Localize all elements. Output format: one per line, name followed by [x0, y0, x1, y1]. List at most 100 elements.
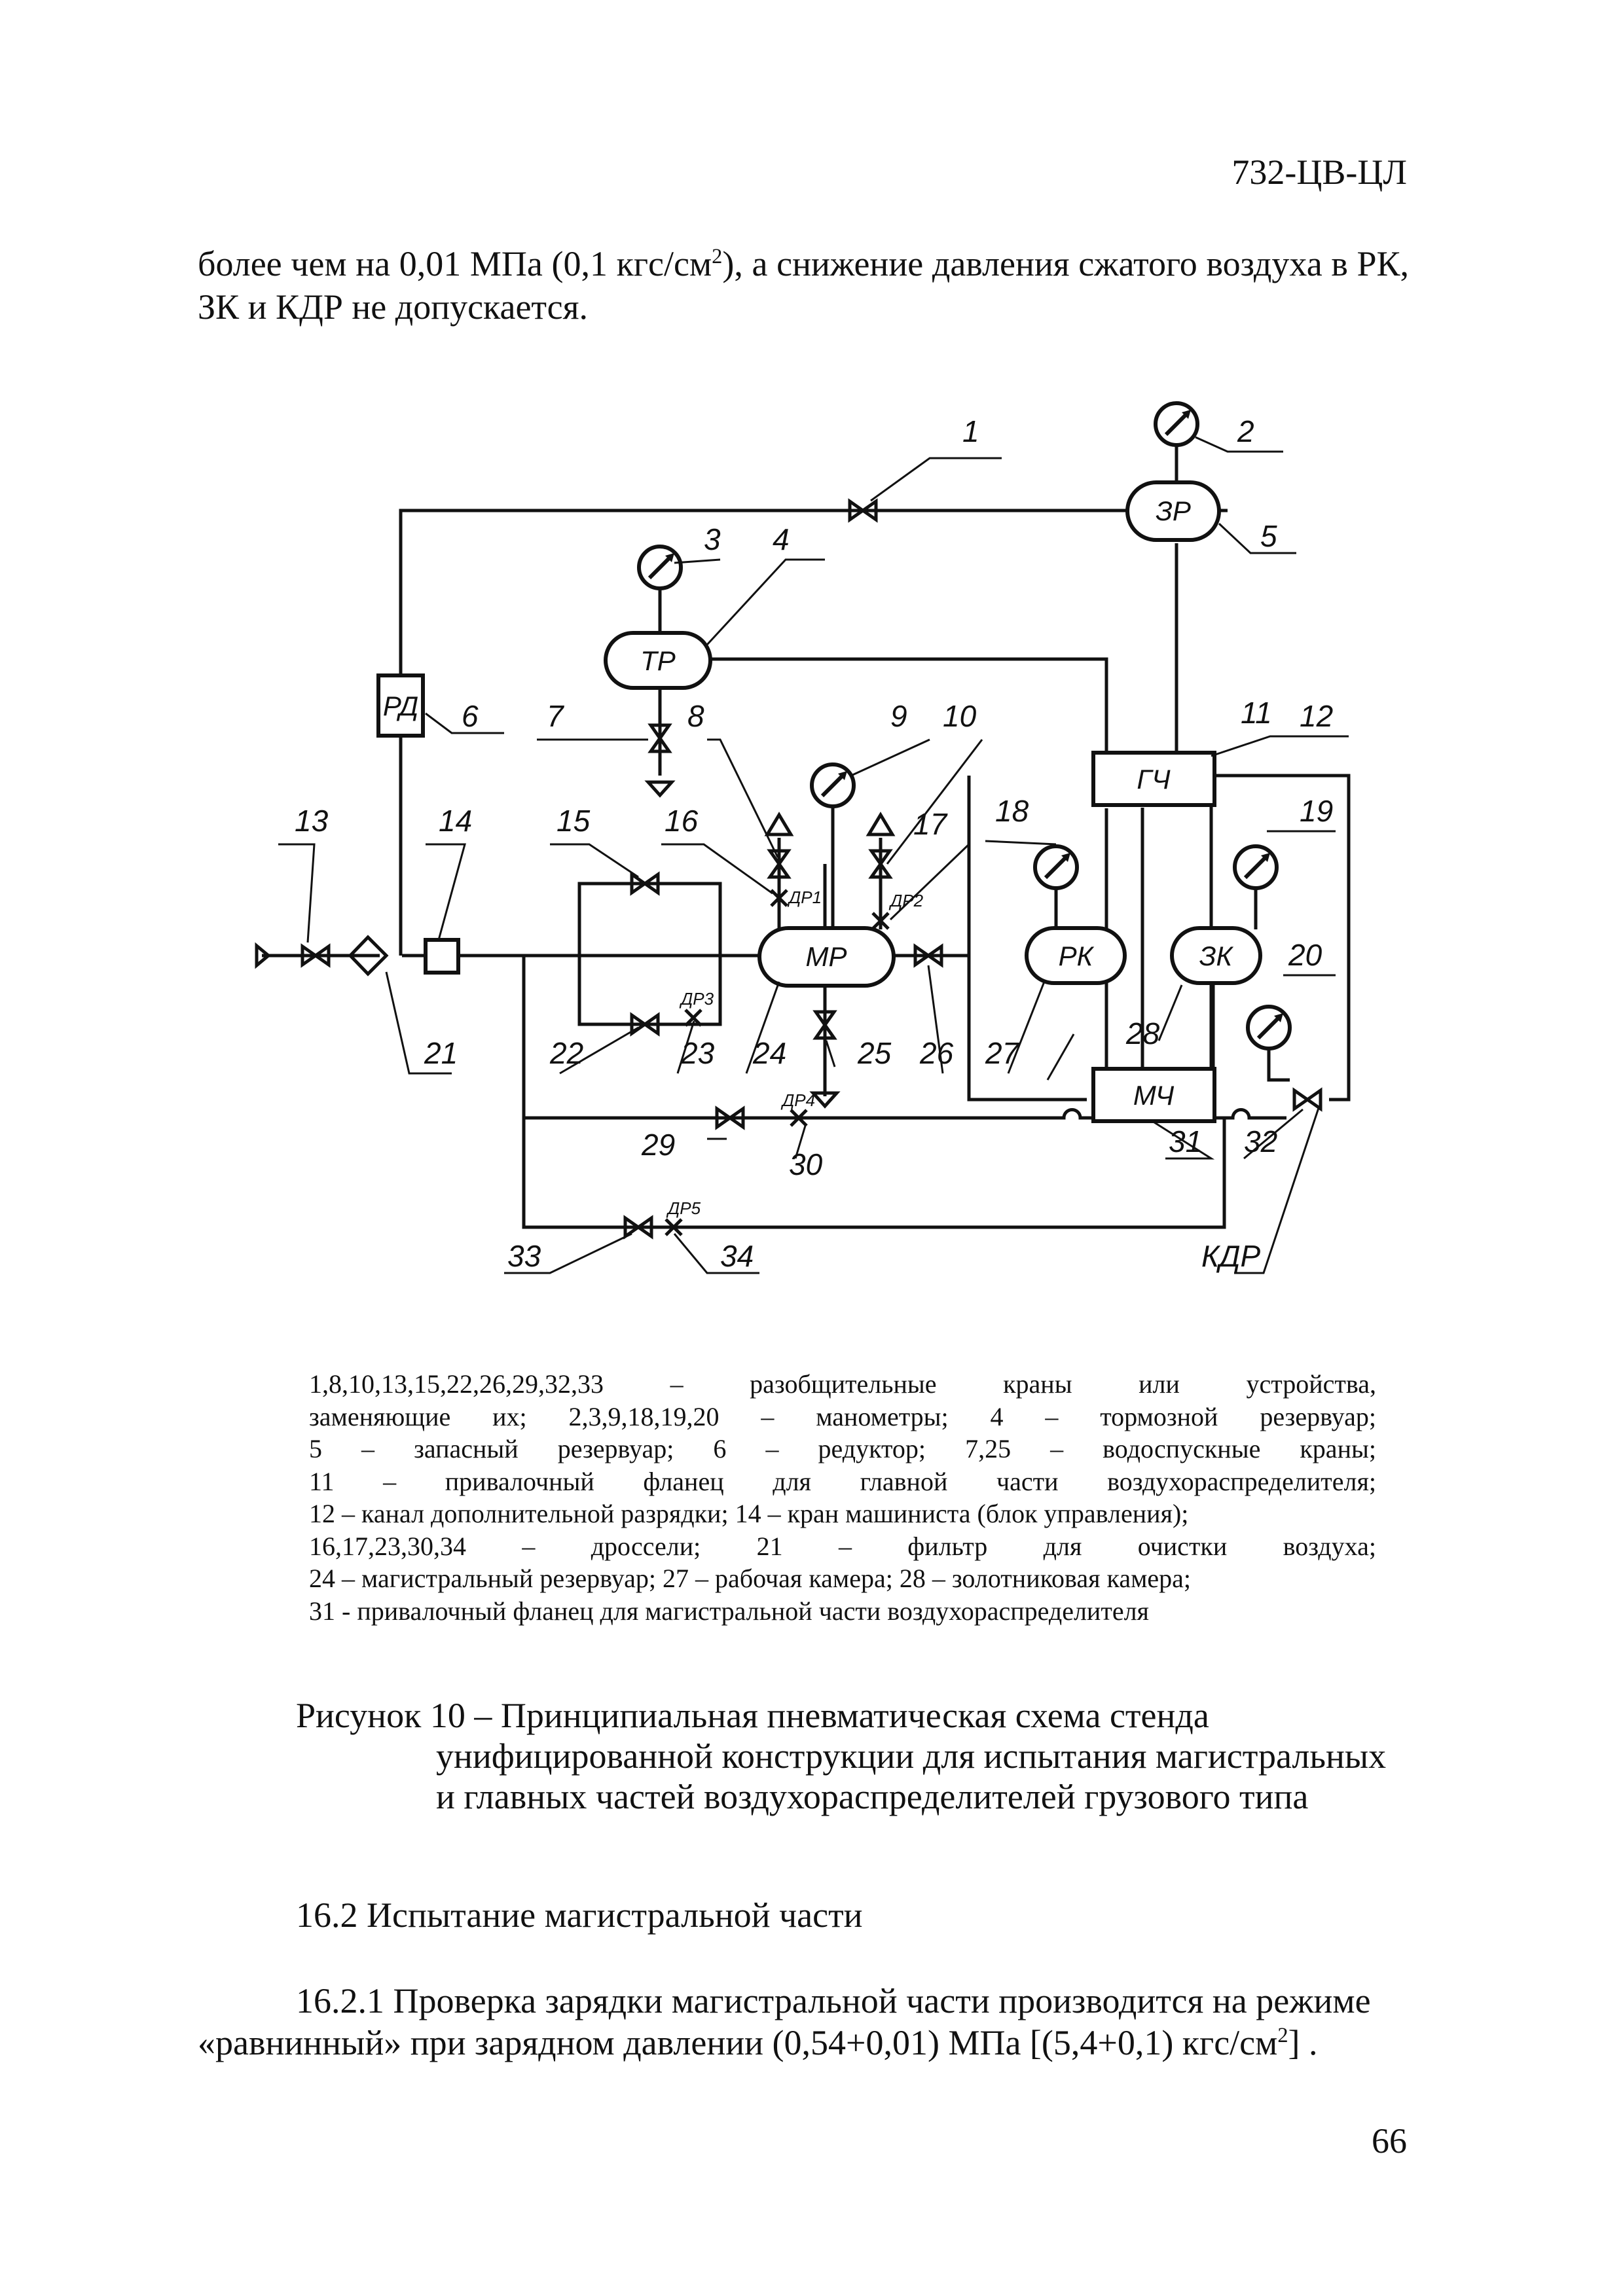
- label-21: 21: [424, 1036, 458, 1070]
- unit-zk-label: ЗК: [1199, 941, 1234, 971]
- pneumatic-diagram: 1 2 3 4 5 6 7 8 9 10 11 12 13 14 15 16 1…: [255, 0, 1351, 1274]
- unit-gch-label: ГЧ: [1137, 764, 1171, 795]
- label-32: 32: [1244, 1124, 1277, 1158]
- label-29: 29: [641, 1128, 675, 1162]
- legend-word: манометры;: [816, 1401, 949, 1431]
- caption-line-2: унифицированной конструкции для испытани…: [436, 1736, 1387, 1776]
- legend-word: редуктор;: [818, 1434, 926, 1463]
- legend-line: 12 – канал дополнительной разрядки; 14 –…: [309, 1498, 1376, 1530]
- tr-reservoir: [604, 631, 712, 690]
- caption-line-3: и главных частей воздухораспределителей …: [436, 1777, 1309, 1816]
- unit-rd-label: РД: [383, 691, 418, 721]
- mr-reservoir: [757, 926, 896, 988]
- legend-word: –: [670, 1369, 684, 1399]
- legend-word: 4: [990, 1401, 1004, 1431]
- legend-word: резервуар;: [557, 1434, 674, 1463]
- legend-word: устройства,: [1246, 1369, 1376, 1399]
- label-31: 31: [1169, 1124, 1202, 1158]
- label-25: 25: [857, 1036, 892, 1070]
- legend-text: 12 – канал дополнительной разрядки; 14 –…: [309, 1499, 1189, 1528]
- label-33: 33: [507, 1239, 541, 1273]
- label-18: 18: [995, 794, 1029, 828]
- document-code: 732-ЦВ-ЦЛ: [1231, 152, 1407, 192]
- choke-dr5: ДР5: [666, 1198, 701, 1218]
- legend-word: –: [1050, 1434, 1064, 1463]
- figure-caption: Рисунок 10 – Принципиальная пневматическ…: [296, 1695, 1386, 1817]
- gauge-9-icon: [812, 764, 854, 806]
- legend-word: фильтр: [907, 1531, 988, 1561]
- legend-word: воздуха;: [1283, 1531, 1376, 1561]
- label-6: 6: [462, 699, 479, 733]
- legend-word: дроссели;: [591, 1531, 701, 1561]
- intro-text-part1: более чем на 0,01 МПа (0,1 кгс/см: [198, 244, 712, 283]
- choke-dr3: ДР3: [679, 989, 714, 1009]
- label-34: 34: [720, 1239, 754, 1273]
- intro-superscript: 2: [712, 245, 723, 268]
- label-7: 7: [547, 699, 564, 733]
- zk-chamber: [1170, 926, 1262, 985]
- label-16: 16: [665, 804, 699, 838]
- legend-word: –: [1045, 1401, 1059, 1431]
- legend-word: 1,8,10,13,15,22,26,29,32,33: [309, 1369, 604, 1399]
- legend-line: 24 – магистральный резервуар; 27 – рабоч…: [309, 1562, 1376, 1595]
- label-13: 13: [295, 804, 329, 838]
- gauge-19-icon: [1235, 846, 1277, 888]
- mch-flange: [1091, 1067, 1216, 1123]
- legend-word: 11: [309, 1466, 335, 1496]
- legend-word: или: [1139, 1369, 1180, 1399]
- label-9: 9: [890, 699, 907, 733]
- label-20: 20: [1288, 938, 1322, 972]
- legend-word: 21: [756, 1531, 783, 1561]
- label-26: 26: [919, 1036, 954, 1070]
- label-5: 5: [1260, 519, 1277, 553]
- label-14: 14: [439, 804, 472, 838]
- label-1: 1: [962, 414, 979, 448]
- label-10: 10: [943, 699, 977, 733]
- gauge-20-icon: [1248, 1007, 1290, 1049]
- unit-mr-label: МР: [806, 941, 847, 972]
- page-number: 66: [1372, 2121, 1407, 2161]
- label-17: 17: [913, 807, 948, 841]
- label-22: 22: [549, 1036, 583, 1070]
- unit-mch-label: МЧ: [1133, 1080, 1175, 1111]
- label-kdr: КДР: [1201, 1239, 1260, 1273]
- label-4: 4: [773, 522, 790, 556]
- legend-word: тормозной: [1100, 1401, 1218, 1431]
- legend-word: краны;: [1300, 1434, 1376, 1463]
- legend-word: 5: [309, 1434, 322, 1463]
- legend-word: воздухораспределителя;: [1107, 1466, 1376, 1496]
- label-3: 3: [704, 522, 721, 556]
- legend-word: запасный: [414, 1434, 519, 1463]
- unit-rk-label: РК: [1059, 941, 1095, 971]
- body-paragraph: 16.2.1 Проверка зарядки магистральной ча…: [198, 1980, 1415, 2064]
- legend-word: водоспускные: [1103, 1434, 1261, 1463]
- label-19: 19: [1300, 794, 1333, 828]
- legend-text: 24 – магистральный резервуар; 27 – рабоч…: [309, 1564, 1192, 1593]
- label-28: 28: [1125, 1016, 1160, 1050]
- legend-word: 16,17,23,30,34: [309, 1531, 466, 1561]
- paragraph-superscript: 2: [1277, 2024, 1288, 2047]
- gauge-2-icon: [1156, 403, 1197, 445]
- legend-word: для: [1043, 1531, 1082, 1561]
- choke-dr4: ДР4: [780, 1090, 815, 1110]
- intro-text-part2: ), а снижение давления сжатого воздуха в…: [198, 244, 1410, 327]
- gauge-3-icon: [639, 547, 681, 588]
- legend-word: заменяющие: [309, 1401, 451, 1431]
- label-27: 27: [985, 1036, 1020, 1070]
- paragraph-line-2a: «равнинный» при зарядном давлении (0,54+…: [198, 2023, 1278, 2062]
- rd-reducer: [376, 673, 425, 738]
- label-24: 24: [752, 1036, 786, 1070]
- legend-word: для: [773, 1466, 811, 1496]
- paragraph-line-2b: ] .: [1288, 2023, 1318, 2062]
- driver-valve-block: [424, 938, 460, 975]
- legend-word: –: [522, 1531, 536, 1561]
- paragraph-line-1: 16.2.1 Проверка зарядки магистральной ча…: [296, 1981, 1371, 2020]
- paragraph-line-2: «равнинный» при зарядном давлении (0,54+…: [198, 2022, 1415, 2064]
- choke-dr2: ДР2: [888, 891, 924, 910]
- legend-word: разобщительные: [750, 1369, 937, 1399]
- legend-word: главной: [860, 1466, 948, 1496]
